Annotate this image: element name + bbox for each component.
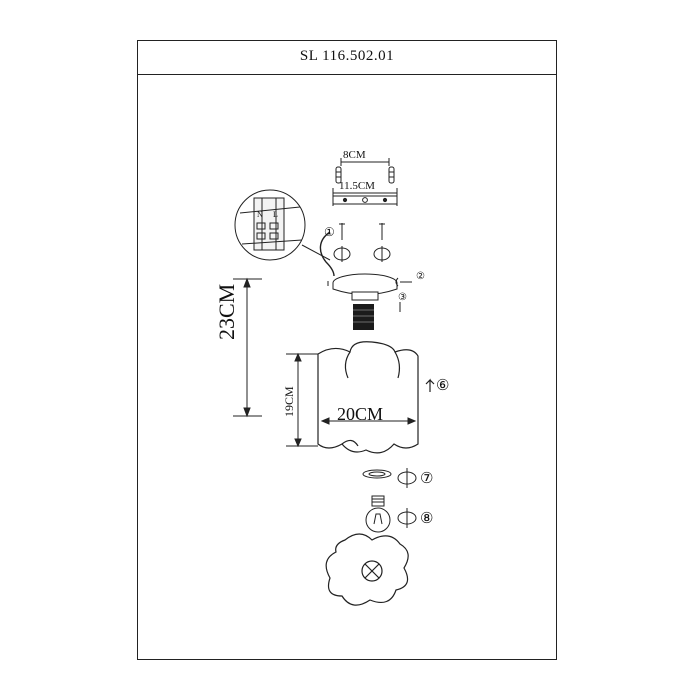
side-screw-icon — [395, 277, 412, 312]
step-2-label: ② — [416, 271, 425, 282]
glass-shade — [317, 341, 419, 454]
flower-glass-cover — [325, 533, 409, 606]
height-dimension — [233, 277, 262, 418]
bracket-spacing-label: 8CM — [343, 149, 366, 161]
terminal-n-label: N — [257, 210, 263, 219]
title-block: SL 116.502.01 — [138, 41, 556, 75]
shade-width-label: 20CM — [337, 404, 384, 424]
retaining-ring — [362, 469, 392, 479]
step-3-label: ③ — [398, 292, 407, 303]
shade-width-dimension — [320, 417, 417, 425]
step-8-label: ⑧ — [420, 511, 434, 527]
drawing-frame: SL 116.502.01 — [137, 40, 557, 660]
arrow-up-icon — [425, 378, 435, 392]
wall-plug-icon — [335, 166, 395, 184]
bracket-width-label: 11.5CM — [339, 180, 375, 192]
shade-height-dimension — [286, 352, 318, 448]
screw-icon — [333, 223, 391, 262]
bracket-spacing-dimension — [340, 158, 390, 166]
model-number: SL 116.502.01 — [299, 48, 395, 64]
rotate-icon — [397, 468, 417, 528]
terminal-block-detail — [234, 189, 331, 261]
bulb-icon — [365, 495, 391, 533]
mounting-bracket — [332, 188, 398, 206]
socket — [353, 304, 374, 330]
step-7-label: ⑦ — [420, 471, 434, 487]
total-height-label: 23CM — [214, 283, 239, 340]
wire — [319, 231, 335, 277]
canopy — [327, 273, 398, 301]
shade-height-label: 19CM — [282, 386, 296, 417]
step-1-label: ① — [324, 225, 335, 239]
step-6-label: ⑥ — [436, 378, 450, 394]
terminal-l-label: L — [273, 210, 278, 219]
